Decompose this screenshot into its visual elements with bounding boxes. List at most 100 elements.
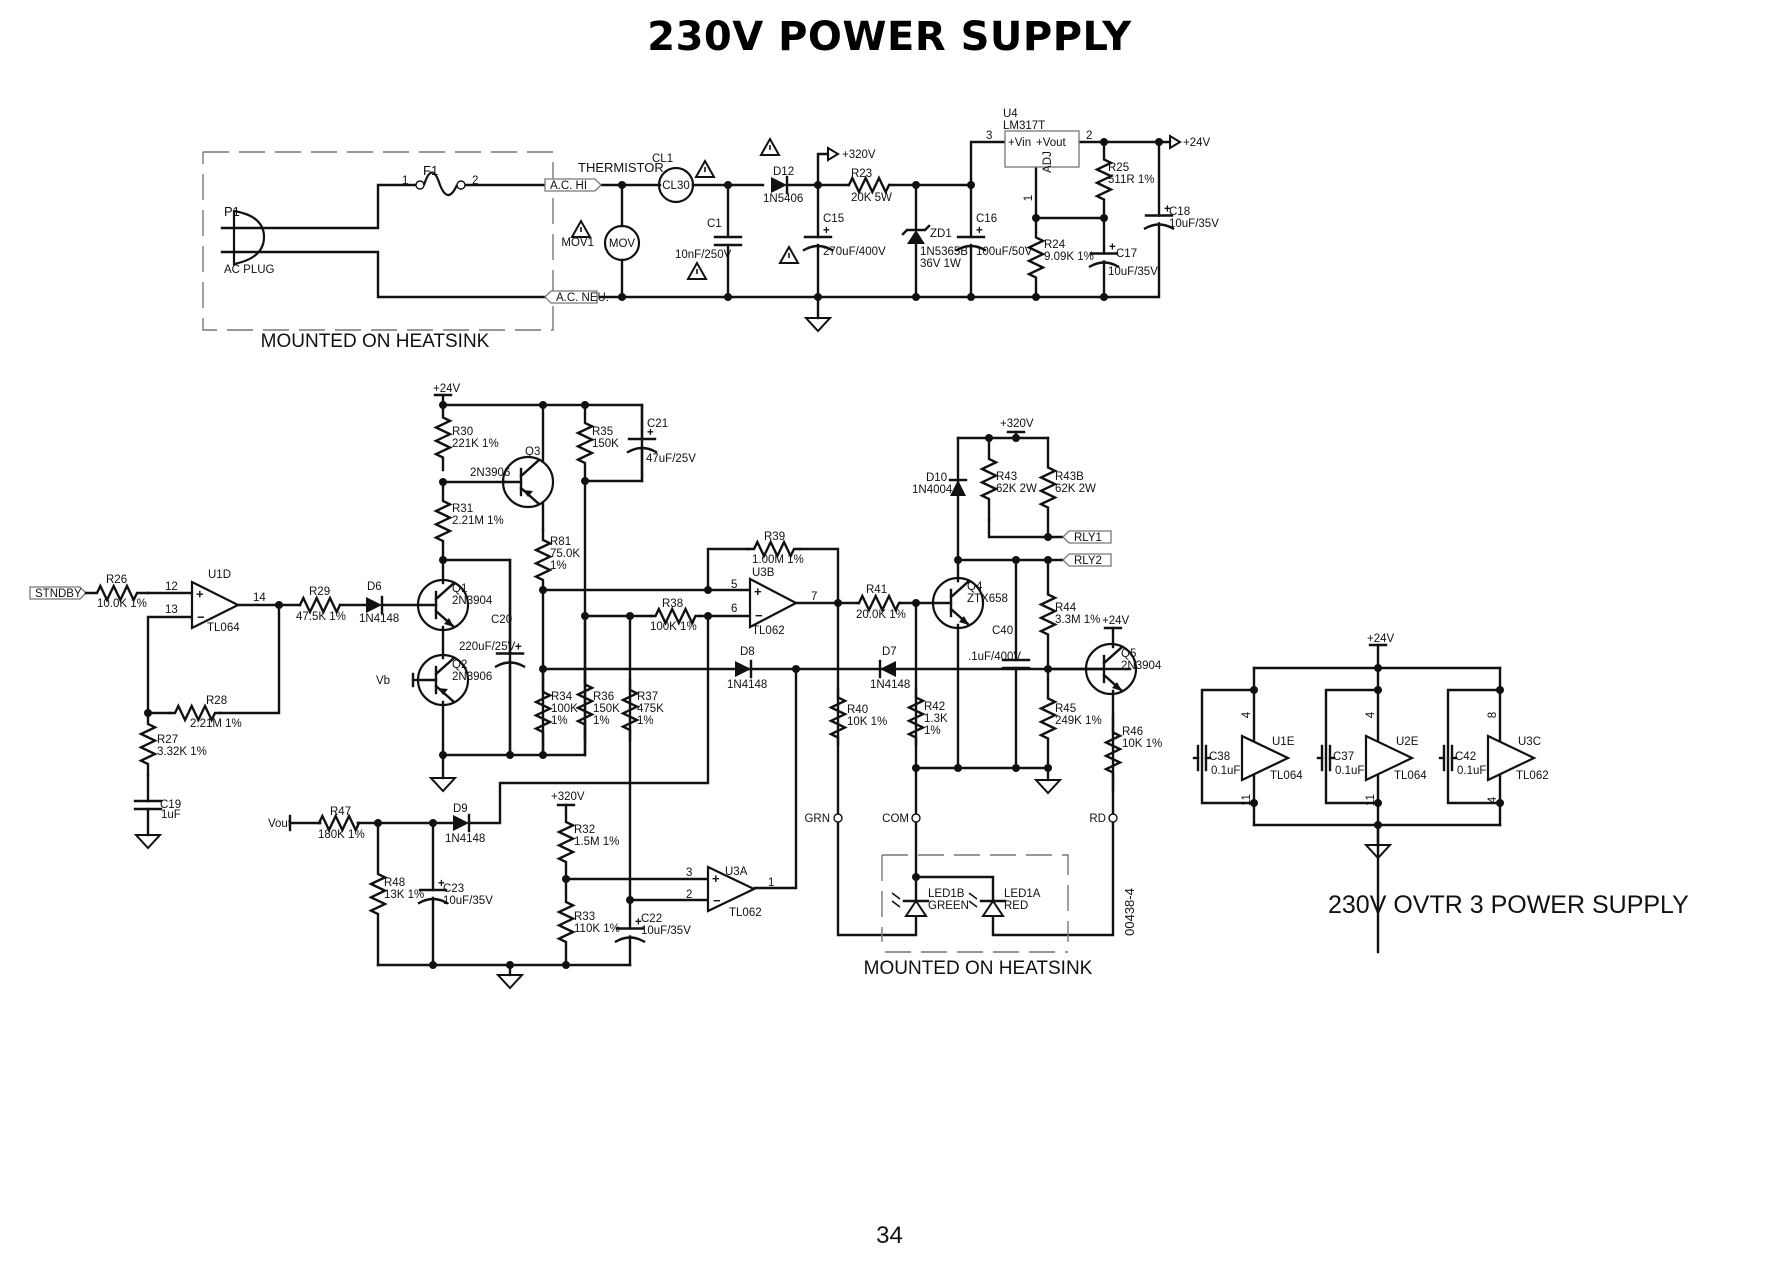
rail-320-label: +320V bbox=[842, 149, 876, 161]
r43-ref: R43 bbox=[996, 471, 1017, 483]
wire bbox=[1446, 688, 1502, 805]
transistor-collector-lead bbox=[1102, 645, 1124, 665]
ground-icon bbox=[803, 317, 833, 333]
c1-ref: C1 bbox=[707, 218, 722, 230]
r36-resistor-icon bbox=[575, 667, 595, 742]
zd1-value2: 36V 1W bbox=[920, 258, 961, 270]
c16-ref: C16 bbox=[976, 213, 997, 225]
r24-ref: R24 bbox=[1044, 239, 1066, 251]
d12-ref: D12 bbox=[773, 166, 794, 178]
decoupling-opamp-part: TL064 bbox=[1394, 770, 1427, 782]
warning-icon bbox=[570, 218, 592, 238]
fuse-icon bbox=[422, 171, 459, 197]
q1-ref: Q1 bbox=[452, 583, 467, 595]
decoupling-pin-bot: 11 bbox=[1241, 794, 1253, 806]
d9-diode-icon bbox=[453, 815, 469, 831]
r35-ref: R35 bbox=[592, 426, 613, 438]
c17-ref: C17 bbox=[1116, 248, 1137, 260]
r46-resistor-icon bbox=[1103, 713, 1123, 792]
rd-label: RD bbox=[1089, 813, 1106, 825]
r27-value: 3.32K 1% bbox=[157, 746, 207, 758]
polarity-plus-icon: + bbox=[823, 225, 830, 237]
capacitor-plate-icon bbox=[614, 936, 646, 944]
r48-resistor-icon bbox=[368, 821, 388, 967]
r28-ref: R28 bbox=[206, 695, 227, 707]
ac-hi-connector-label: A.C. HI bbox=[550, 180, 587, 192]
r37-ref: R37 bbox=[637, 691, 658, 703]
decoupling-cap-value: 0.1uF bbox=[1211, 765, 1240, 777]
vb-label: Vb bbox=[376, 675, 390, 687]
junction-dot bbox=[1100, 293, 1108, 301]
decoupling-opamp-icon bbox=[1240, 734, 1291, 782]
q5-ref: Q5 bbox=[1121, 648, 1136, 660]
r46-ref: R46 bbox=[1122, 726, 1143, 738]
wire bbox=[969, 140, 1007, 187]
decoupling-opamp-part: TL062 bbox=[1516, 770, 1549, 782]
polarity-plus-icon: + bbox=[647, 427, 654, 439]
u4-pin-out: 2 bbox=[1086, 130, 1092, 142]
r25-resistor-icon bbox=[1094, 140, 1114, 219]
c15-value: 270uF/400V bbox=[823, 246, 886, 258]
r38-resistor-icon bbox=[649, 606, 702, 626]
d6-value: 1N4148 bbox=[359, 613, 399, 625]
polarity-plus-icon: + bbox=[515, 642, 522, 654]
r33-resistor-icon bbox=[556, 877, 576, 967]
wire bbox=[468, 614, 710, 825]
transistor-collector-lead bbox=[434, 656, 456, 676]
r40-resistor-icon bbox=[828, 688, 848, 747]
r43-resistor-icon bbox=[979, 436, 999, 522]
u1d-pin-o: 14 bbox=[253, 592, 266, 604]
r42-ref: R42 bbox=[924, 701, 945, 713]
thermistor-label: THERMISTOR bbox=[578, 160, 664, 175]
d8-diode-icon bbox=[735, 661, 751, 677]
r39-resistor-icon bbox=[746, 539, 802, 559]
u3b-pin-o: 7 bbox=[811, 591, 817, 603]
zd1-zener-icon bbox=[907, 230, 925, 244]
r29-resistor-icon bbox=[298, 595, 342, 615]
r43-value: 62K 2W bbox=[996, 483, 1037, 495]
c40-ref: C40 bbox=[992, 625, 1013, 637]
d7-ref: D7 bbox=[882, 646, 897, 658]
subtitle: 230V OVTR 3 POWER SUPPLY bbox=[1328, 891, 1689, 919]
r45-value: 249K 1% bbox=[1055, 715, 1102, 727]
led1a-icon bbox=[981, 899, 1005, 917]
light-ray-icon bbox=[968, 892, 978, 900]
c19-ref: C19 bbox=[160, 799, 181, 811]
fuse-pin1: 1 bbox=[402, 175, 408, 187]
light-ray-icon bbox=[968, 900, 978, 908]
warning-icon bbox=[694, 158, 716, 178]
c21-value: 47uF/25V bbox=[646, 453, 696, 465]
u4-adj: ADJ bbox=[1042, 151, 1054, 173]
r23-value: 20K 5W bbox=[851, 192, 892, 204]
u1d-opamp-icon bbox=[190, 580, 241, 630]
rail-24-q5: +24V bbox=[1102, 615, 1130, 627]
r37-value: 475K bbox=[637, 703, 664, 715]
thermistor-value: CL30 bbox=[662, 180, 690, 192]
q1-part: 2N3904 bbox=[452, 595, 493, 607]
decoupling-opamp-icon bbox=[1364, 734, 1415, 782]
r42-tol: 1% bbox=[924, 725, 941, 737]
zener-bar-icon bbox=[901, 224, 931, 236]
c22-ref: C22 bbox=[641, 913, 662, 925]
r35-value: 150K bbox=[592, 438, 619, 450]
decoupling-cap-ref: C37 bbox=[1333, 751, 1354, 763]
r34-value: 100K bbox=[551, 703, 578, 715]
d12-value: 1N5406 bbox=[763, 193, 803, 205]
r36-ref: R36 bbox=[593, 691, 614, 703]
stndby-connector bbox=[29, 586, 87, 600]
warning-icon bbox=[686, 260, 708, 280]
d10-value: 1N4004 bbox=[912, 484, 953, 496]
wire bbox=[1324, 688, 1380, 805]
warning-icon bbox=[759, 136, 781, 156]
rly2-connector-label: RLY2 bbox=[1074, 555, 1102, 567]
r30-ref: R30 bbox=[452, 426, 473, 438]
c20-ref: C20 bbox=[491, 614, 512, 626]
r26-resistor-icon bbox=[84, 583, 150, 603]
ac-plug-icon bbox=[232, 209, 266, 266]
u3b-pin-n: 6 bbox=[731, 603, 737, 615]
d6-diode-icon bbox=[366, 597, 382, 613]
decoupling-opamp-part: TL064 bbox=[1270, 770, 1303, 782]
u3b-opamp-icon bbox=[748, 577, 799, 629]
r32-ref: R32 bbox=[574, 824, 595, 836]
